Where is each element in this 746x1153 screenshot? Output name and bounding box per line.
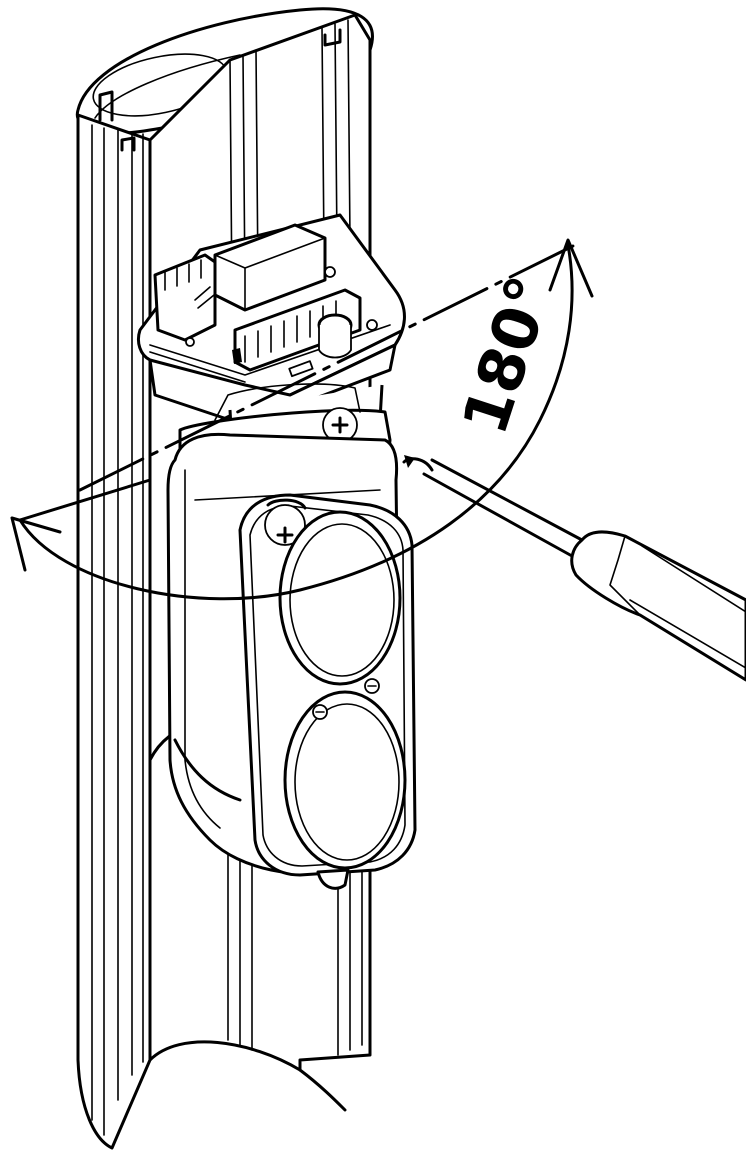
rotation-axis (78, 243, 577, 492)
lower-lens (283, 690, 407, 870)
column-tube (76, 113, 152, 1150)
rotation-angle-label: 180° (448, 268, 567, 443)
screwdriver-shaft (422, 458, 584, 558)
sensor-housing (166, 383, 417, 890)
rotation-arc (18, 243, 574, 601)
connector-left (153, 253, 217, 342)
arc-baseline-left (18, 478, 152, 522)
housing-bottom-tab (316, 868, 350, 890)
arc-arrowhead-left (10, 516, 62, 572)
housing-screw (264, 504, 306, 546)
screwdriver-handle (570, 530, 746, 682)
arc-arrowhead-top (548, 238, 594, 298)
screwdriver (402, 455, 746, 682)
screwdriver-tip (402, 457, 434, 472)
upper-lens (278, 510, 402, 686)
